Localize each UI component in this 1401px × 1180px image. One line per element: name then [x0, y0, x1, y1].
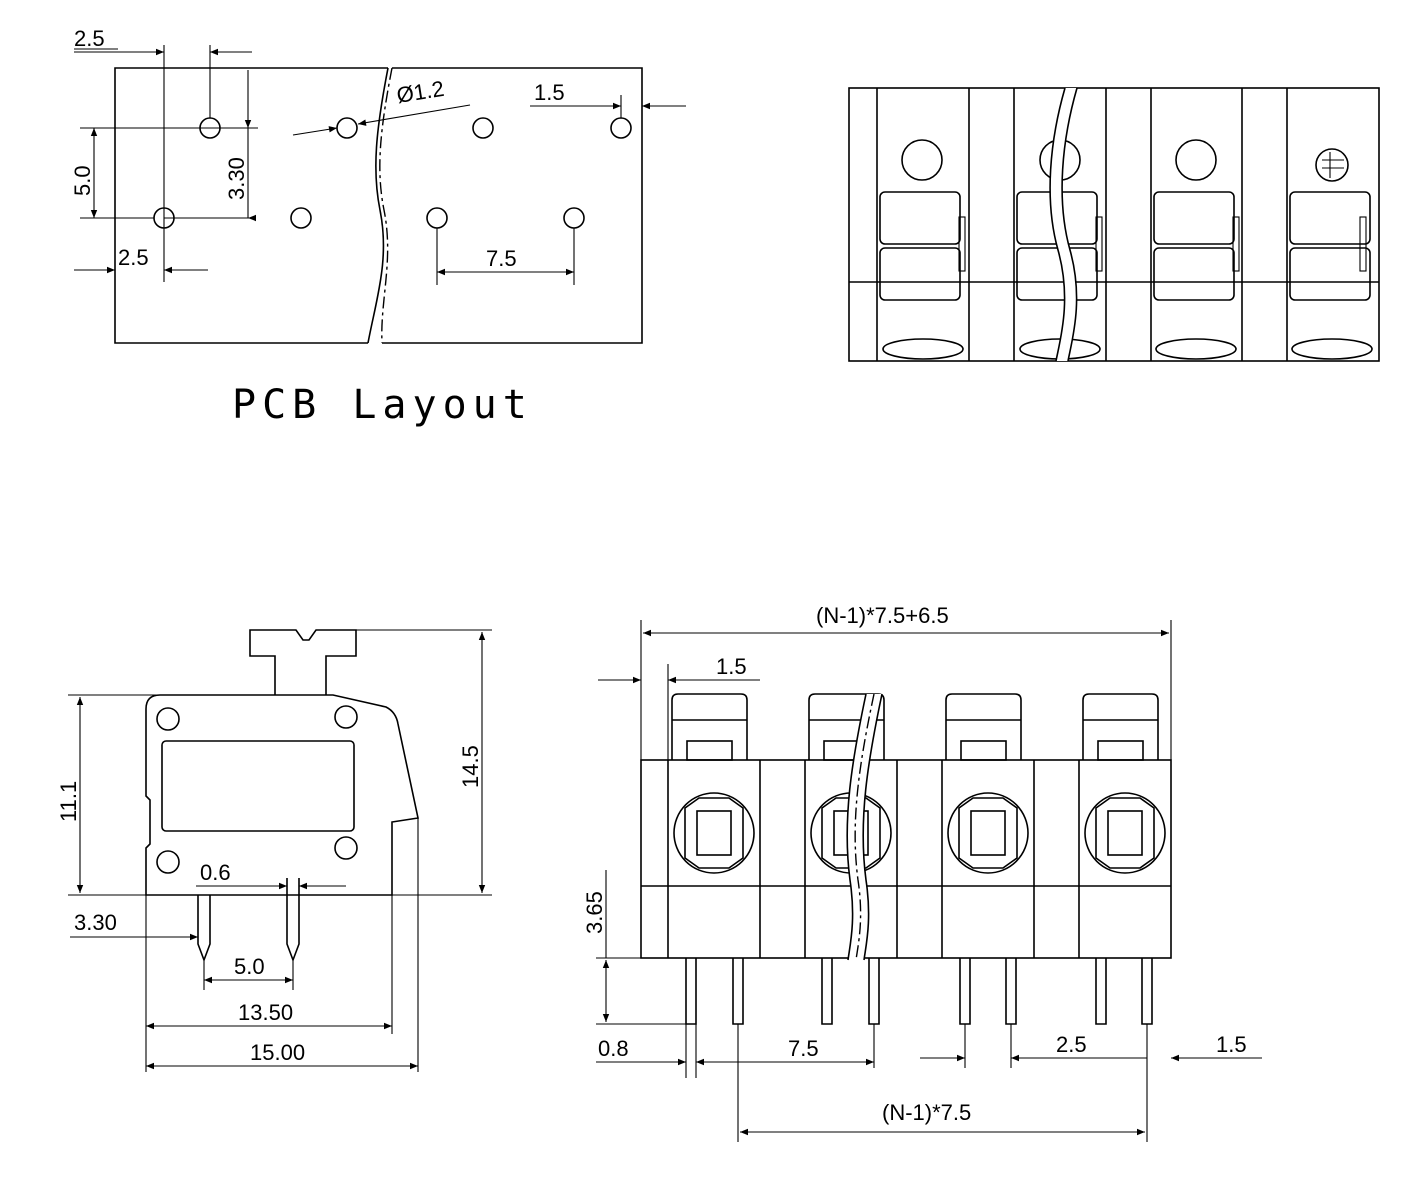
dim-edge-bottom: 1.5	[1216, 1032, 1247, 1057]
dim-edge: 1.5	[534, 80, 565, 105]
top-view-pole-4	[1289, 148, 1373, 360]
dim-hole-dia: Ø1.2	[395, 76, 446, 108]
dim-pin-thick: 0.8	[598, 1036, 629, 1061]
front-view-tabs	[671, 693, 1159, 761]
dim-edge-top: 1.5	[716, 654, 747, 679]
dim-row-offset: 3.30	[224, 157, 249, 200]
dim-left-offset: 2.5	[118, 245, 149, 270]
dim-pitch: 7.5	[486, 246, 517, 271]
dim-body-height: 11.1	[56, 781, 81, 822]
top-view	[848, 87, 1380, 362]
dim-front-pitch: 7.5	[788, 1036, 819, 1061]
dim-pin-width: 0.6	[200, 860, 231, 885]
front-view-pins	[685, 958, 1153, 1025]
front-view-openings	[673, 792, 1166, 874]
dim-total-width: 15.00	[250, 1040, 305, 1065]
side-view: 11.1 14.5 0.6 3.30 5.0 13.50 15.00	[56, 629, 492, 1072]
dim-top-offset: 2.5	[74, 26, 105, 51]
dim-pin-span: (N-1)*7.5	[882, 1100, 971, 1125]
top-view-pole-1	[879, 139, 966, 360]
dim-front-pin-spacing: 2.5	[1056, 1032, 1087, 1057]
dim-overall-length: (N-1)*7.5+6.5	[816, 603, 949, 628]
dim-pin-spacing: 5.0	[234, 954, 265, 979]
dim-pin-offset: 3.30	[74, 910, 117, 935]
dim-total-height: 14.5	[458, 745, 483, 788]
front-view: (N-1)*7.5+6.5 1.5 3.65 0.8 7.5 2.5 1.5	[582, 603, 1262, 1142]
top-view-pole-3	[1153, 139, 1240, 360]
pcb-layout-view: 2.5 3.30 5.0 2.5 Ø1.2 1.5 7.5 PCB Layout	[70, 26, 686, 428]
dim-inner-width: 13.50	[238, 1000, 293, 1025]
dim-pin-height: 3.65	[582, 891, 607, 934]
dim-row-gap: 5.0	[70, 165, 95, 196]
pcb-layout-title: PCB Layout	[232, 382, 533, 428]
